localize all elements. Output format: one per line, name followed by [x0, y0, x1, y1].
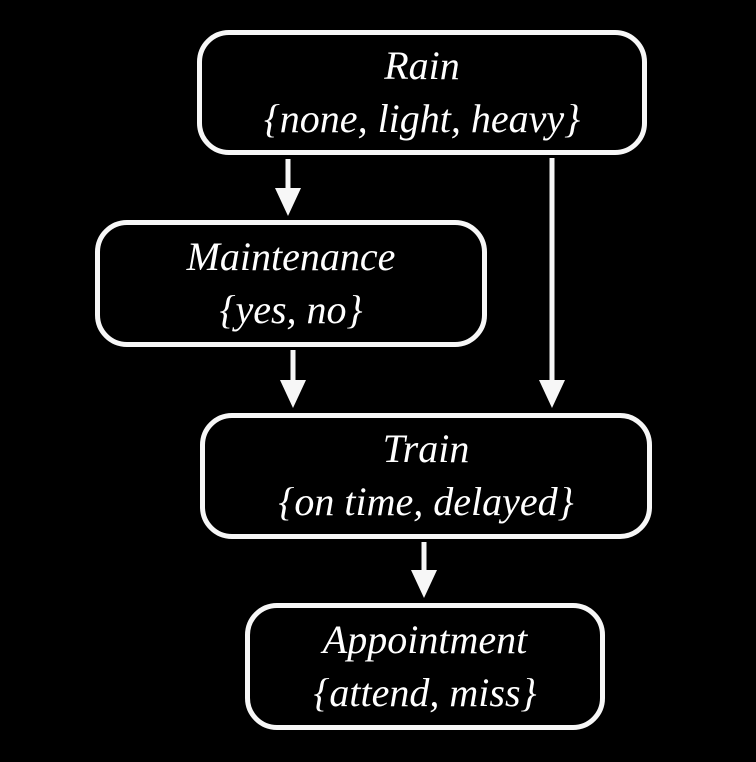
edge-rain-to-train-arrow — [539, 158, 565, 408]
node-appointment: Appointment {attend, miss} — [245, 603, 605, 730]
node-train-values: {on time, delayed} — [278, 479, 574, 524]
node-maintenance: Maintenance {yes, no} — [95, 220, 487, 347]
edge-rain-to-maintenance-arrow — [275, 159, 301, 216]
node-rain-label: Rain — [384, 42, 460, 88]
node-maintenance-values: {yes, no} — [219, 286, 363, 332]
edge-maintenance-to-train-arrow — [280, 350, 306, 408]
node-train: Train {on time, delayed} — [200, 413, 652, 539]
node-train-label: Train — [382, 426, 470, 472]
node-rain-values: {none, light, heavy} — [263, 95, 581, 141]
node-appointment-label: Appointment — [322, 616, 528, 662]
node-maintenance-label: Maintenance — [186, 233, 396, 279]
node-appointment-values: {attend, miss} — [313, 669, 537, 715]
node-rain: Rain {none, light, heavy} — [197, 30, 647, 155]
edge-train-to-appointment-arrow — [411, 542, 437, 598]
